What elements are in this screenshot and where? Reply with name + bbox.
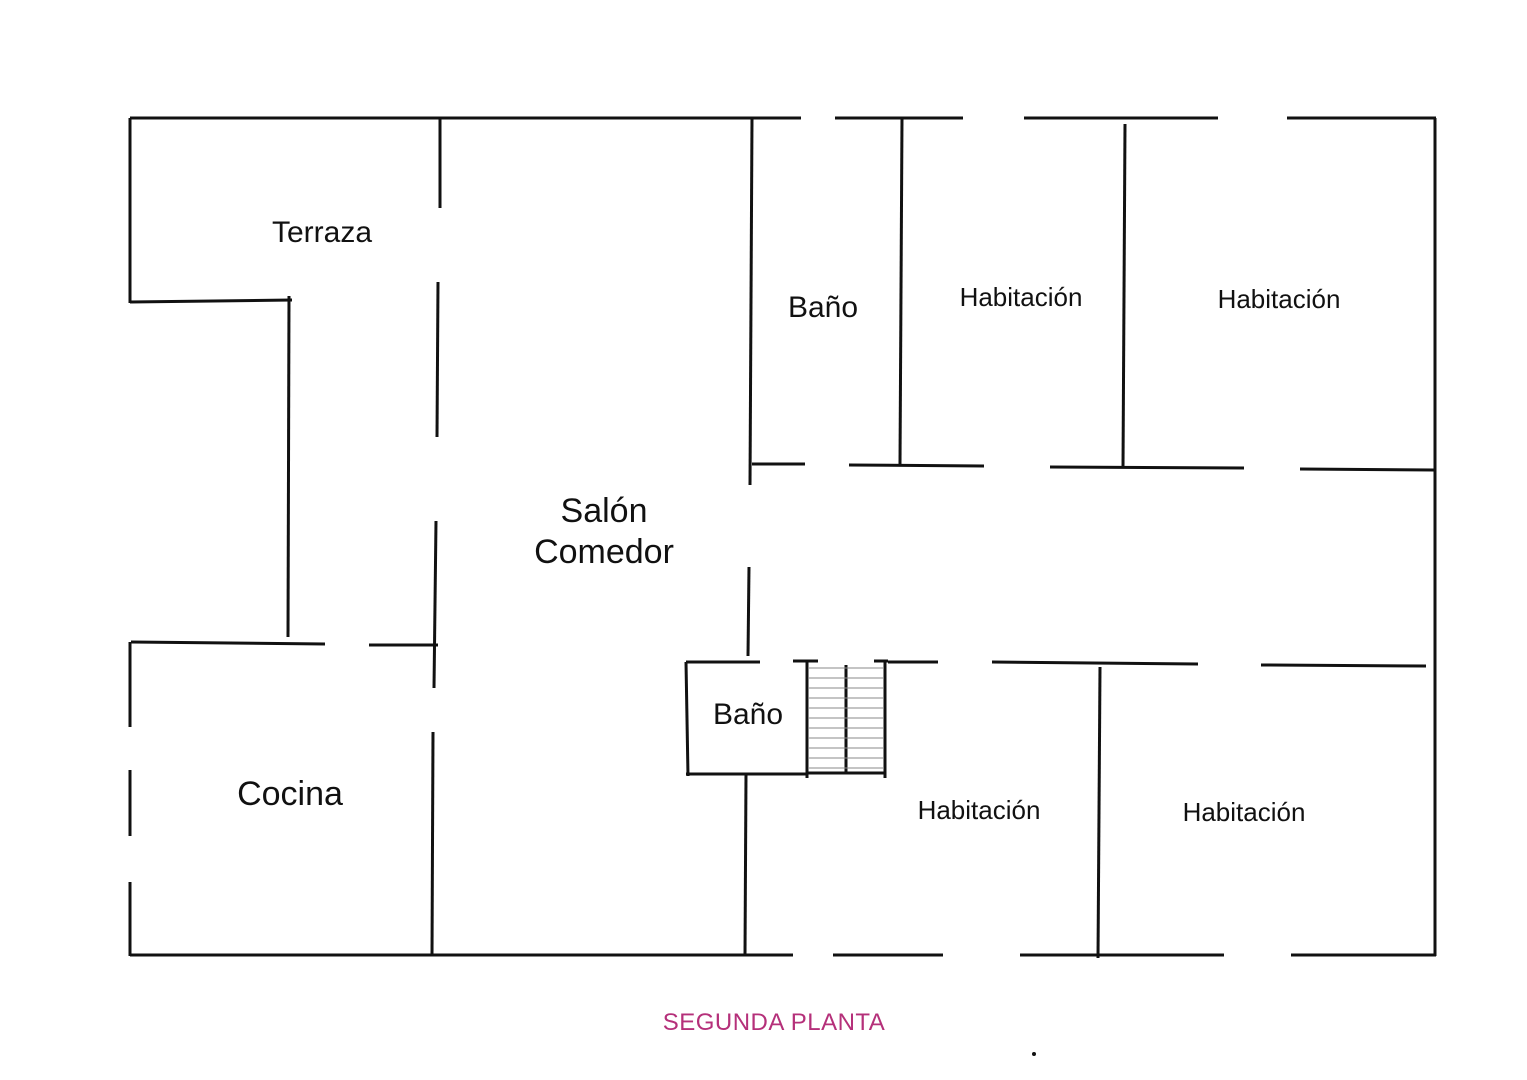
room-label-habitacion-top-1: Habitación <box>960 282 1083 312</box>
walls <box>128 116 1437 959</box>
room-labels: Terraza Salón Comedor Cocina Baño Baño H… <box>237 216 1340 827</box>
staircase <box>793 659 888 778</box>
room-label-terraza: Terraza <box>272 216 372 249</box>
room-label-habitacion-bottom-1: Habitación <box>918 795 1041 825</box>
room-label-bano-bottom: Baño <box>713 698 783 731</box>
room-label-habitacion-top-2: Habitación <box>1218 284 1341 314</box>
floor-caption: SEGUNDA PLANTA <box>663 1009 886 1036</box>
room-label-comedor: Comedor <box>534 533 674 571</box>
stair-steps <box>808 667 884 769</box>
room-label-bano-top: Baño <box>788 291 858 324</box>
room-label-habitacion-bottom-2: Habitación <box>1183 797 1306 827</box>
room-label-salon: Salón <box>561 492 648 530</box>
room-label-cocina: Cocina <box>237 775 343 813</box>
stray-dot <box>1032 1052 1036 1056</box>
